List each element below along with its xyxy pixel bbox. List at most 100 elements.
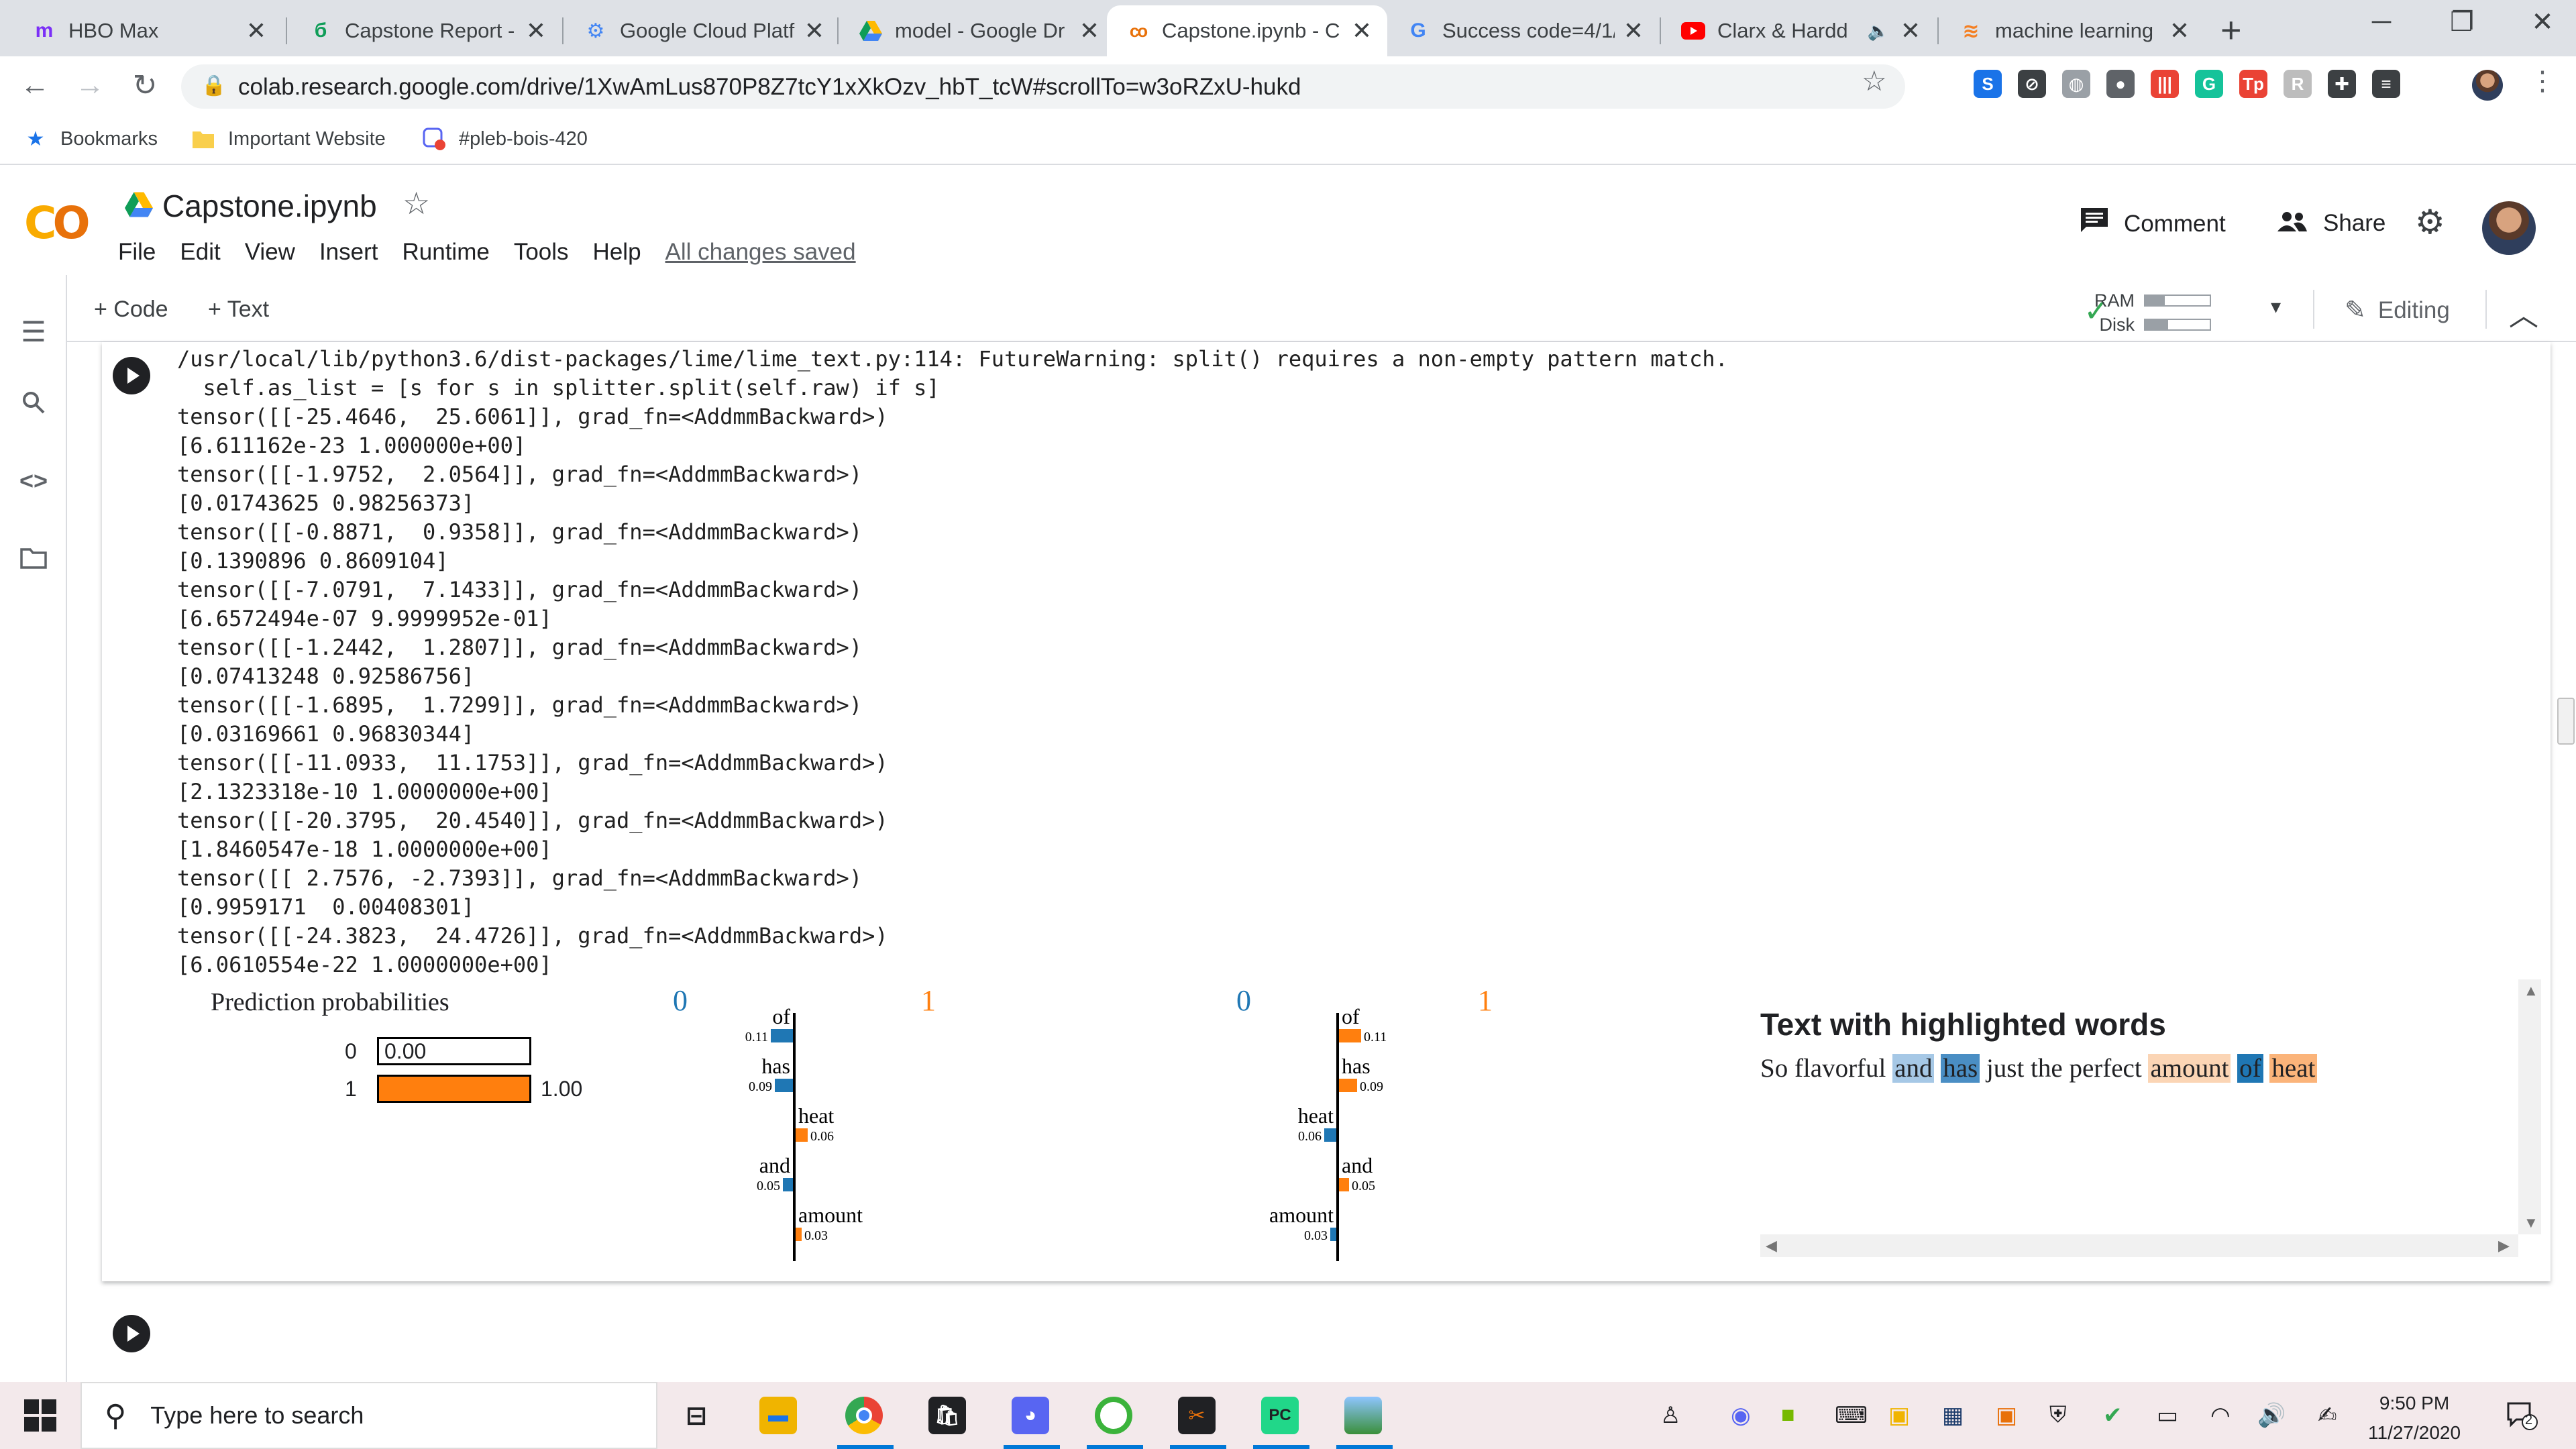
photos-icon[interactable] xyxy=(1344,1397,1382,1434)
tab-hbo-max[interactable]: m HBO Max ✕ xyxy=(13,5,282,56)
close-tab-icon[interactable]: ✕ xyxy=(246,17,267,44)
menu-file[interactable]: File xyxy=(118,239,156,265)
editing-mode-button[interactable]: ✎ Editing xyxy=(2345,295,2450,325)
microsoft-store-icon[interactable]: 🛍 xyxy=(928,1397,966,1434)
comment-button[interactable]: Comment xyxy=(2080,207,2226,241)
bookmark-star-icon[interactable]: ☆ xyxy=(1862,65,1887,97)
extension-icon-4[interactable]: ||| xyxy=(2151,70,2179,98)
tab-youtube[interactable]: Clarx & Hardd 🔈 ✕ xyxy=(1662,5,1936,56)
pen-icon[interactable]: ✍ xyxy=(2318,1403,2337,1428)
volume-icon[interactable]: 🔊 xyxy=(2257,1403,2286,1428)
address-bar[interactable]: 🔒 colab.research.google.com/drive/1XwAmL… xyxy=(181,64,1905,109)
tray-app-icon[interactable]: ▣ xyxy=(1996,1403,2018,1428)
pycharm-icon[interactable]: PC xyxy=(1261,1397,1299,1434)
chevron-up-icon[interactable]: ︿ xyxy=(2509,299,2538,332)
extension-icon-9[interactable]: ≡ xyxy=(2372,70,2400,98)
menu-view[interactable]: View xyxy=(244,239,295,265)
colab-logo[interactable]: CO xyxy=(24,197,91,249)
menu-help[interactable]: Help xyxy=(592,239,641,265)
output-scrollbar-thumb[interactable] xyxy=(2557,698,2575,745)
snipping-tool-icon[interactable]: ✂ xyxy=(1178,1397,1216,1434)
search-icon[interactable] xyxy=(16,389,51,421)
save-status-link[interactable]: All changes saved xyxy=(665,239,856,265)
people-icon[interactable]: ♙ xyxy=(1660,1403,1681,1428)
resource-monitor[interactable]: RAM Disk xyxy=(2086,288,2211,337)
url-text[interactable]: colab.research.google.com/drive/1XwAmLus… xyxy=(238,74,1301,100)
back-icon[interactable]: ← xyxy=(20,68,50,101)
menu-insert[interactable]: Insert xyxy=(319,239,378,265)
share-button[interactable]: Share xyxy=(2276,207,2385,240)
tray-app-icon[interactable]: ▦ xyxy=(1942,1403,1964,1428)
chrome-icon[interactable] xyxy=(845,1397,883,1434)
bookmark-important-website[interactable]: Important Website xyxy=(192,127,386,150)
close-tab-icon[interactable]: ✕ xyxy=(525,17,547,44)
notebook-title[interactable]: Capstone.ipynb xyxy=(162,189,377,223)
run-cell-button[interactable] xyxy=(113,357,150,394)
account-avatar[interactable] xyxy=(2482,201,2536,255)
minimize-icon[interactable]: ─ xyxy=(2371,7,2392,36)
speaker-icon[interactable]: 🔈 xyxy=(1867,20,1889,41)
new-tab-icon[interactable]: + xyxy=(2220,10,2242,50)
taskbar-clock[interactable]: 9:50 PM 11/27/2020 xyxy=(2368,1389,2461,1448)
close-tab-icon[interactable]: ✕ xyxy=(1079,17,1100,44)
table-of-contents-icon[interactable]: ☰ xyxy=(21,316,46,347)
tab-colab-active[interactable]: co Capstone.ipynb - C ✕ xyxy=(1107,5,1387,56)
add-text-button[interactable]: + Text xyxy=(208,297,270,322)
tray-app-icon[interactable]: ◉ xyxy=(1731,1403,1751,1428)
extension-icon-1[interactable]: ⊘ xyxy=(2018,70,2046,98)
run-empty-cell-button[interactable] xyxy=(113,1315,150,1352)
gamepad-icon[interactable]: ⌨ xyxy=(1835,1403,1868,1428)
chevron-down-icon[interactable]: ▾ xyxy=(2271,296,2282,318)
settings-gear-icon[interactable]: ⚙ xyxy=(2415,203,2445,241)
close-tab-icon[interactable]: ✕ xyxy=(804,17,825,44)
reload-icon[interactable]: ↻ xyxy=(132,69,158,102)
code-snippets-icon[interactable]: <> xyxy=(19,467,48,494)
lock-icon[interactable]: 🔒 xyxy=(201,74,227,97)
lime-horizontal-scrollbar[interactable]: ◀ ▶ xyxy=(1760,1234,2518,1257)
extension-icon-8[interactable]: ✚ xyxy=(2328,70,2356,98)
notification-center-icon[interactable]: 2 xyxy=(2506,1399,2538,1438)
menu-runtime[interactable]: Runtime xyxy=(402,239,490,265)
shield-icon[interactable]: ⛨ xyxy=(2049,1402,2067,1428)
close-tab-icon[interactable]: ✕ xyxy=(1623,17,1644,44)
forward-icon[interactable]: → xyxy=(75,68,105,101)
tab-success-code[interactable]: G Success code=4/1/ ✕ xyxy=(1387,5,1659,56)
extension-icon-3[interactable]: ● xyxy=(2106,70,2135,98)
add-code-button[interactable]: + Code xyxy=(94,297,168,322)
battery-icon[interactable]: ▭ xyxy=(2157,1403,2179,1428)
close-tab-icon[interactable]: ✕ xyxy=(1900,17,1921,44)
discord-icon[interactable]: ◕ xyxy=(1012,1397,1049,1434)
extension-icon-2[interactable]: ◍ xyxy=(2062,70,2090,98)
bookmark-bookmarks[interactable]: ★ Bookmarks xyxy=(24,127,158,150)
lime-vertical-scrollbar[interactable]: ▲ ▼ xyxy=(2518,979,2541,1234)
restore-icon[interactable]: ❐ xyxy=(2450,7,2474,37)
star-notebook-icon[interactable]: ☆ xyxy=(402,186,431,221)
close-window-icon[interactable]: ✕ xyxy=(2531,7,2554,37)
extension-icon-6[interactable]: Tp xyxy=(2239,70,2267,98)
tray-app-icon[interactable]: ▣ xyxy=(1888,1403,1911,1428)
close-tab-icon[interactable]: ✕ xyxy=(2169,17,2190,44)
bookmark-pleb-bois[interactable]: #pleb-bois-420 xyxy=(423,127,588,150)
profile-avatar[interactable] xyxy=(2472,70,2503,101)
tray-check-icon[interactable]: ✔ xyxy=(2103,1403,2123,1428)
menu-tools[interactable]: Tools xyxy=(513,239,569,265)
taskbar-search-box[interactable]: ⚲ Type here to search xyxy=(80,1382,657,1449)
tab-machine-learning[interactable]: ≋ machine learning ✕ xyxy=(1940,5,2205,56)
task-view-icon[interactable]: ⊟ xyxy=(686,1401,707,1430)
close-tab-icon[interactable]: ✕ xyxy=(1351,17,1373,44)
tab-google-cloud[interactable]: ⚙ Google Cloud Platf ✕ xyxy=(565,5,840,56)
menu-edit[interactable]: Edit xyxy=(180,239,221,265)
tab-capstone-report[interactable]: б Capstone Report - ✕ xyxy=(290,5,561,56)
circular-app-icon[interactable] xyxy=(1095,1397,1132,1434)
chrome-menu-icon[interactable]: ⋮ xyxy=(2529,66,2556,96)
files-folder-icon[interactable] xyxy=(16,543,51,576)
nvidia-icon[interactable]: ■ xyxy=(1781,1402,1795,1428)
tab-google-drive[interactable]: model - Google Dr ✕ xyxy=(840,5,1115,56)
windows-start-icon[interactable] xyxy=(24,1399,56,1435)
extension-icon-7[interactable]: R xyxy=(2284,70,2312,98)
file-explorer-icon[interactable]: ▬ xyxy=(759,1397,797,1434)
wifi-icon[interactable]: ◠ xyxy=(2210,1403,2231,1428)
google-drive-icon[interactable] xyxy=(125,192,153,221)
extension-icon-0[interactable]: S xyxy=(1974,70,2002,98)
extension-icon-5[interactable]: G xyxy=(2195,70,2223,98)
